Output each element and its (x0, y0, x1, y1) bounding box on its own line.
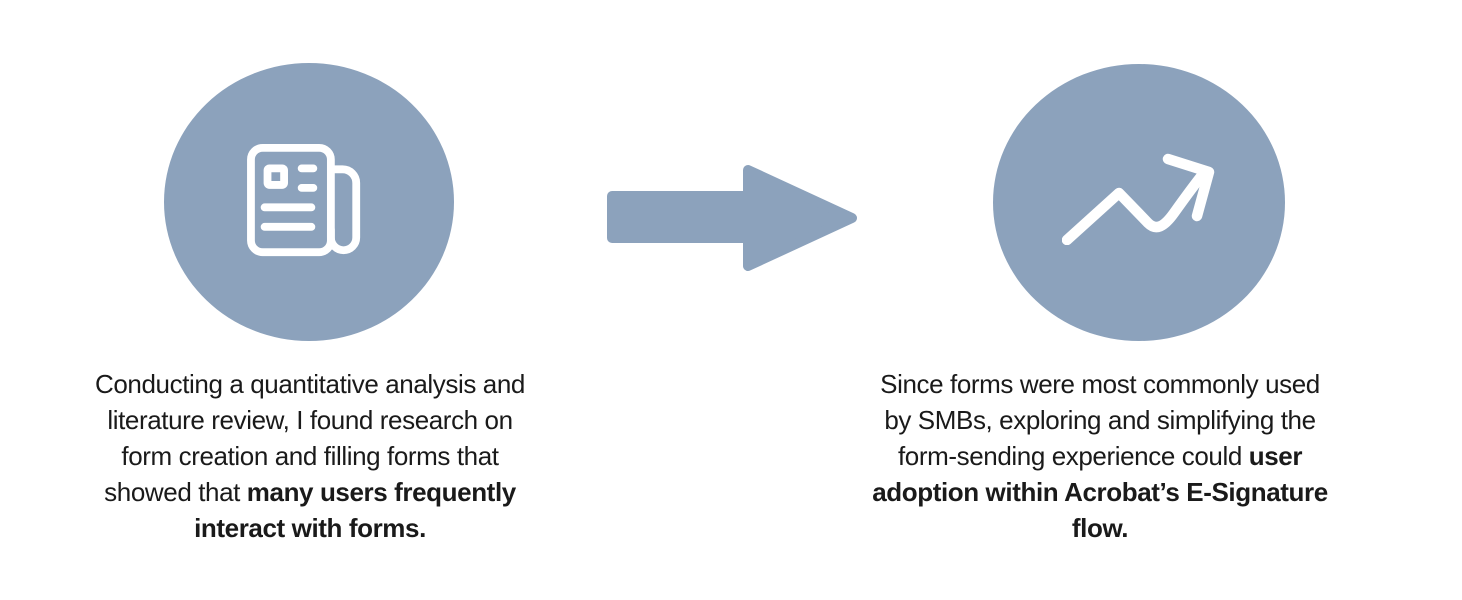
caption-line: adoption within Acrobat’s E-Signature (825, 474, 1375, 510)
caption-text: showed that (104, 477, 247, 507)
research-step-circle (164, 63, 454, 341)
caption-text: by SMBs, exploring and simplifying the (884, 405, 1316, 435)
newspaper-short-lines (297, 164, 318, 192)
newspaper-fold (326, 165, 361, 255)
growth-step-circle (993, 64, 1285, 341)
caption-text-bold: interact with forms. (194, 513, 426, 543)
caption-line: flow. (825, 510, 1375, 546)
caption-text-bold: many users frequently (246, 477, 516, 507)
caption-line: Conducting a quantitative analysis and (35, 366, 585, 402)
newspaper-photo-box (263, 164, 288, 189)
caption-line: form-sending experience could user (825, 438, 1375, 474)
newspaper-long-lines (260, 203, 316, 231)
growth-caption: Since forms were most commonly used by SM… (825, 366, 1375, 546)
caption-text-bold: adoption within Acrobat’s E-Signature (872, 477, 1328, 507)
caption-text: Conducting a quantitative analysis and (95, 369, 525, 399)
trend-arrowhead (1162, 153, 1215, 222)
caption-text: literature review, I found research on (107, 405, 513, 435)
right-arrow-shape (607, 165, 857, 271)
caption-line: literature review, I found research on (35, 402, 585, 438)
caption-line: form creation and filling forms that (35, 438, 585, 474)
newspaper-icon (247, 143, 361, 257)
caption-text-bold: user (1248, 441, 1303, 471)
right-arrow-icon (607, 165, 857, 271)
caption-text: form creation and filling forms that (121, 441, 499, 471)
trend-line (1062, 168, 1209, 245)
newspaper-page-outline (247, 143, 335, 257)
trending-up-icon (1062, 153, 1215, 245)
caption-text: Since forms were most commonly used (880, 369, 1320, 399)
caption-text-bold: flow. (1071, 513, 1129, 543)
caption-text: form-sending experience could (897, 441, 1249, 471)
caption-line: by SMBs, exploring and simplifying the (825, 402, 1375, 438)
caption-line: interact with forms. (35, 510, 585, 546)
research-caption: Conducting a quantitative analysis and li… (35, 366, 585, 546)
caption-line: showed that many users frequently (35, 474, 585, 510)
caption-line: Since forms were most commonly used (825, 366, 1375, 402)
